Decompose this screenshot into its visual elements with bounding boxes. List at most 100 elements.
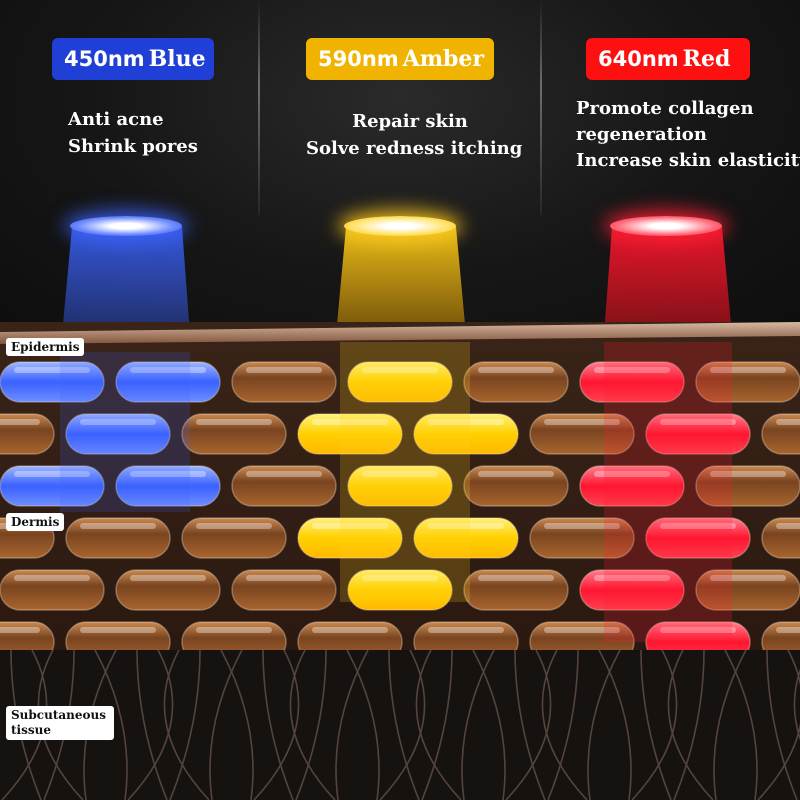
cell-highlight <box>246 471 322 477</box>
amber-benefits: Repair skin Solve redness itching <box>306 108 523 162</box>
cell-highlight <box>594 575 670 581</box>
fiber-strand <box>253 650 300 800</box>
fiber-strand <box>673 650 705 800</box>
fiber-strand <box>667 650 714 800</box>
fiber-strand <box>472 650 506 800</box>
skin-cell <box>231 465 337 507</box>
amber-benefit-line: Solve redness itching <box>306 138 523 159</box>
cell-highlight <box>196 419 272 425</box>
cell-highlight <box>428 627 504 633</box>
fiber-strand <box>346 650 380 800</box>
fiber-strand <box>505 650 552 800</box>
epidermis-label: Epidermis <box>6 338 85 356</box>
cell-highlight <box>710 367 786 373</box>
skin-cross-section <box>0 322 800 662</box>
skin-cell <box>463 569 569 611</box>
cell-highlight <box>312 419 388 425</box>
fiber-strand <box>163 650 210 800</box>
fiber-strand <box>713 650 747 800</box>
cell-highlight <box>362 575 438 581</box>
skin-cell <box>695 361 800 403</box>
cell-highlight <box>594 367 670 373</box>
fiber-strand <box>793 668 800 741</box>
skin-cell <box>115 569 221 611</box>
cell-highlight <box>428 419 504 425</box>
cell-highlight <box>478 471 554 477</box>
skin-cell <box>115 361 221 403</box>
fiber-strand <box>136 650 168 800</box>
cell-highlight <box>0 627 40 633</box>
fiber-strand <box>757 650 800 800</box>
blue-beam <box>62 227 190 335</box>
cell-highlight <box>80 523 156 529</box>
skin-cell <box>695 465 800 507</box>
skin-cell <box>347 361 453 403</box>
fiber-strand <box>514 650 546 800</box>
skin-cell <box>297 413 403 455</box>
fiber-strand <box>289 650 336 800</box>
skin-cell <box>181 413 287 455</box>
fiber-strand <box>587 650 621 800</box>
skin-cell <box>181 517 287 559</box>
cell-highlight <box>80 419 156 425</box>
cell-grid <box>0 361 800 662</box>
blue-lamp <box>70 216 182 236</box>
fiber-strand <box>547 650 579 800</box>
skin-cell <box>0 413 55 455</box>
cell-highlight <box>14 367 90 373</box>
amber-beam <box>336 227 466 335</box>
red-light-badge: 640nm Red <box>586 38 750 80</box>
cell-highlight <box>428 523 504 529</box>
skin-cell <box>297 517 403 559</box>
cell-highlight <box>362 471 438 477</box>
skin-surface <box>0 322 800 344</box>
cell-highlight <box>776 419 800 425</box>
cell-highlight <box>196 523 272 529</box>
skin-cell <box>579 361 685 403</box>
skin-cell <box>0 465 105 507</box>
cell-highlight <box>312 627 388 633</box>
fiber-strand <box>169 650 201 800</box>
skin-cell <box>413 517 519 559</box>
light-beams <box>62 227 732 335</box>
fiber-strand <box>724 650 758 800</box>
cell-highlight <box>660 627 736 633</box>
skin-cell <box>65 517 171 559</box>
amber-wavelength: 590nm <box>318 47 399 71</box>
red-wavelength: 640nm <box>598 47 679 71</box>
fiber-strand <box>461 650 495 800</box>
fiber-strand <box>388 650 420 800</box>
amber-color-name: Amber <box>402 46 484 72</box>
fiber-strand <box>541 650 588 800</box>
fiber-strand <box>421 650 453 800</box>
skin-cell <box>0 361 105 403</box>
skin-cell <box>463 465 569 507</box>
subcutaneous-label: Subcutaneous tissue <box>6 706 114 740</box>
dermis-label: Dermis <box>6 513 65 531</box>
cell-highlight <box>710 471 786 477</box>
blue-wavelength: 450nm <box>64 47 145 71</box>
fiber-strand <box>415 650 462 800</box>
cell-highlight <box>312 523 388 529</box>
cell-highlight <box>776 523 800 529</box>
cell-highlight <box>478 367 554 373</box>
skin-cell <box>761 413 800 455</box>
red-benefits: Promote collagen regeneration Increase s… <box>576 96 800 174</box>
blue-benefit-line: Anti acne <box>68 109 164 130</box>
skin-cell <box>231 569 337 611</box>
cell-highlight <box>246 367 322 373</box>
cell-highlight <box>196 627 272 633</box>
cell-highlight <box>14 575 90 581</box>
fiber-strand <box>335 650 369 800</box>
cell-highlight <box>710 575 786 581</box>
skin-cell <box>413 413 519 455</box>
red-benefit-line: regeneration <box>576 124 707 145</box>
skin-cell <box>695 569 800 611</box>
divider-left <box>258 0 260 215</box>
cell-highlight <box>544 419 620 425</box>
fiber-strand <box>631 650 678 800</box>
blue-benefits: Anti acne Shrink pores <box>68 106 198 160</box>
cell-highlight <box>660 523 736 529</box>
amber-light-badge: 590nm Amber <box>306 38 494 80</box>
